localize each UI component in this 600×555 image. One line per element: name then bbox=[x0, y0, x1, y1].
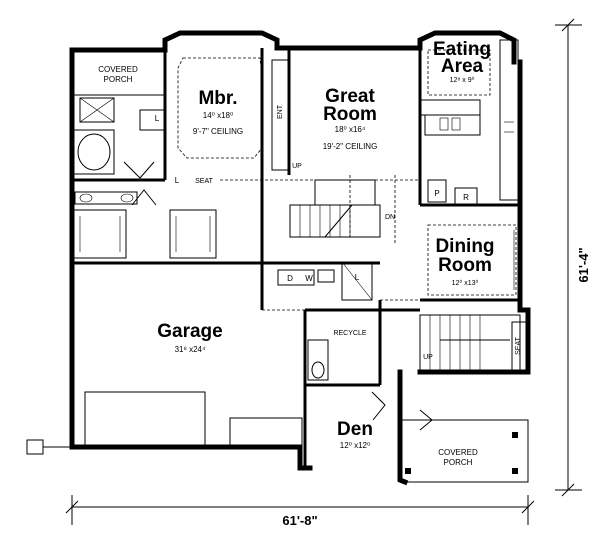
label-great-room-ceiling: 19'-2" CEILING bbox=[323, 142, 378, 151]
label-great-room-2: Room bbox=[323, 104, 377, 125]
dimension-lines: 61'-8" 61'-4" bbox=[65, 18, 591, 528]
label-up-stair: UP bbox=[292, 163, 302, 170]
label-covered-porch-front-1: COVERED bbox=[438, 448, 478, 457]
label-dining-room-size: 12⁰ x13⁰ bbox=[452, 279, 479, 287]
label-ent: ENT bbox=[277, 104, 284, 119]
label-den-name: Den bbox=[337, 419, 373, 440]
label-washer: W bbox=[305, 274, 313, 283]
fixture-labels: ENT UP DN UP SEAT SEAT L L L D W RECYCLE… bbox=[155, 104, 522, 361]
label-dining-room-2: Room bbox=[438, 255, 492, 276]
label-garage-name: Garage bbox=[157, 321, 222, 342]
plan-walls bbox=[69, 30, 531, 486]
label-linen-laundry: L bbox=[355, 273, 360, 282]
label-eating-area-1: Eating bbox=[433, 39, 491, 60]
label-pantry: P bbox=[434, 189, 439, 198]
label-dn-stair: DN bbox=[385, 214, 395, 221]
label-master-name: Mbr. bbox=[198, 88, 237, 109]
label-den-size: 12⁰ x12⁰ bbox=[340, 441, 370, 450]
label-linen-bath: L bbox=[175, 176, 180, 185]
label-seat-entry: SEAT bbox=[515, 336, 522, 354]
dimension-width: 61'-8" bbox=[282, 513, 317, 528]
room-labels: COVERED PORCH Mbr. 14⁰ x18⁰ 9'-7" CEILIN… bbox=[98, 39, 494, 467]
label-covered-porch-top-2: PORCH bbox=[104, 75, 133, 84]
label-linen-master: L bbox=[155, 114, 160, 123]
label-great-room-1: Great bbox=[325, 86, 375, 107]
label-master-size: 14⁰ x18⁰ bbox=[203, 111, 233, 120]
label-dryer: D bbox=[287, 274, 293, 283]
label-garage-size: 31⁸ x24⁴ bbox=[175, 345, 206, 354]
label-covered-porch-front-2: PORCH bbox=[444, 458, 473, 467]
label-dining-room-1: Dining bbox=[435, 236, 494, 257]
dimension-depth: 61'-4" bbox=[576, 247, 591, 282]
label-great-room-size: 18⁰ x16⁴ bbox=[335, 125, 366, 134]
label-seat-master: SEAT bbox=[195, 178, 213, 185]
label-up-front: UP bbox=[423, 354, 433, 361]
label-refrigerator: R bbox=[463, 193, 469, 202]
plan-fixtures bbox=[26, 39, 529, 483]
label-recycle: RECYCLE bbox=[333, 330, 366, 337]
label-master-ceiling: 9'-7" CEILING bbox=[193, 127, 243, 136]
label-eating-area-size: 12⁸ x 9⁰ bbox=[450, 76, 475, 84]
label-eating-area-2: Area bbox=[441, 56, 484, 77]
label-covered-porch-top-1: COVERED bbox=[98, 65, 138, 74]
